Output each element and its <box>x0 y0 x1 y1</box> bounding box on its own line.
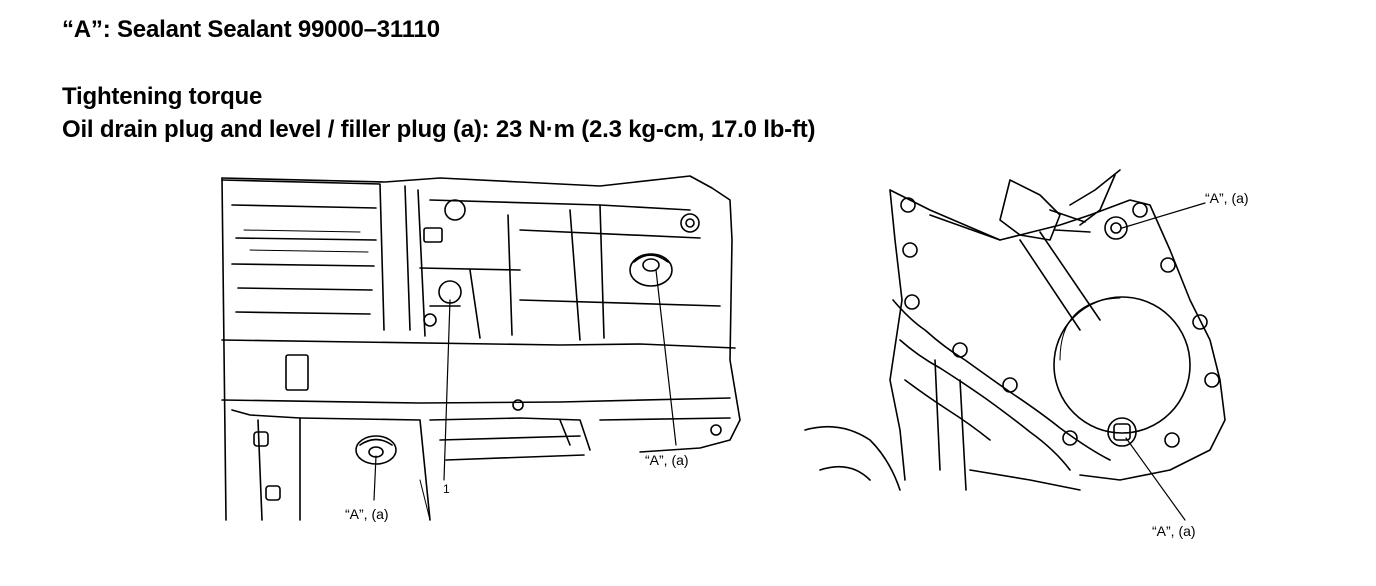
right-housing-drawing <box>804 169 1226 491</box>
left-leader-lines <box>373 269 677 501</box>
left-callout-lower-left: “A”, (a) <box>345 506 389 522</box>
torque-spec: Oil drain plug and level / filler plug (… <box>62 116 816 143</box>
sealant-line: “A”: Sealant Sealant 99000–31110 <box>62 16 440 43</box>
right-callout-top: “A”, (a) <box>1205 190 1249 206</box>
left-callout-part-number: 1 <box>443 482 450 496</box>
right-callout-bottom: “A”, (a) <box>1152 523 1196 539</box>
left-transfer-case-drawing <box>221 175 741 521</box>
right-leader-lines <box>1121 202 1206 521</box>
torque-heading: Tightening torque <box>62 83 263 110</box>
left-callout-upper-right: “A”, (a) <box>645 452 689 468</box>
